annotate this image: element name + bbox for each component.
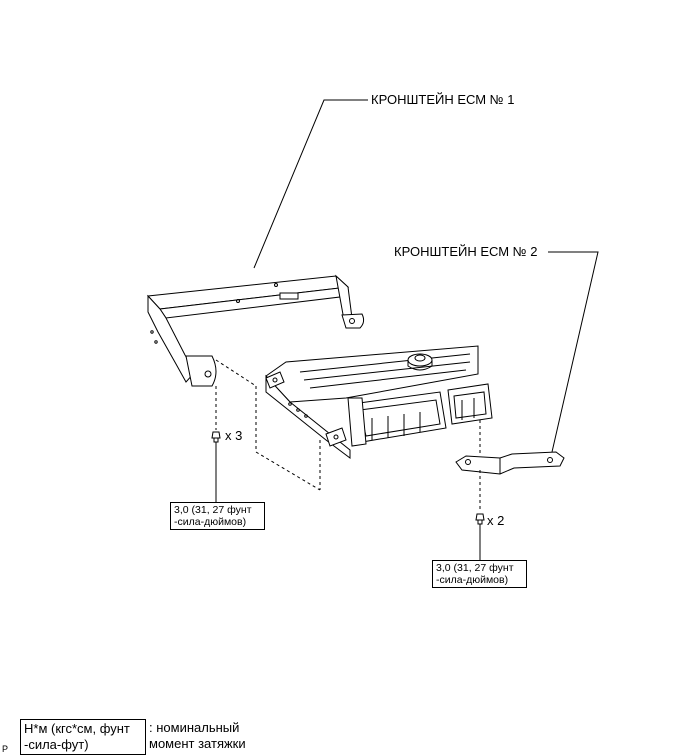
- bolt-right-icon: [475, 513, 485, 560]
- torque-spec-right-line2: -сила-дюймов): [436, 574, 509, 586]
- ecm-bracket-2: [455, 451, 565, 475]
- torque-spec-right-line1: 3,0 (31, 27 фунт: [436, 562, 514, 574]
- legend-unit-line2: -сила-фут): [24, 737, 89, 752]
- legend-unit-line1: Н*м (кгс*см, фунт: [24, 721, 130, 736]
- label-ecm-bracket-2: КРОНШТЕЙН ЕСМ № 2: [394, 244, 538, 259]
- ecm-unit: [265, 345, 493, 459]
- torque-spec-left-line1: 3,0 (31, 27 фунт: [174, 504, 252, 516]
- legend-description-line1: : номинальный: [149, 720, 240, 735]
- torque-spec-left-line2: -сила-дюймов): [174, 516, 247, 528]
- legend-description-line2: момент затяжки: [149, 736, 246, 751]
- bolt-quantity-left: x 3: [225, 428, 243, 443]
- torque-spec-left: 3,0 (31, 27 фунт -сила-дюймов): [170, 502, 265, 530]
- torque-spec-right: 3,0 (31, 27 фунт -сила-дюймов): [432, 560, 527, 588]
- bolt-quantity-right: x 2: [487, 513, 505, 528]
- leader-lines: [253, 99, 599, 453]
- corner-mark: P: [2, 744, 9, 754]
- ecm-bracket-1: [146, 274, 365, 387]
- bolt-left-icon: [211, 431, 221, 502]
- legend-description: : номинальный момент затяжки: [149, 720, 246, 752]
- legend-unit-box: Н*м (кгс*см, фунт -сила-фут): [20, 719, 146, 755]
- alignment-guides: [215, 359, 481, 512]
- label-ecm-bracket-1: КРОНШТЕЙН ЕСМ № 1: [371, 92, 515, 107]
